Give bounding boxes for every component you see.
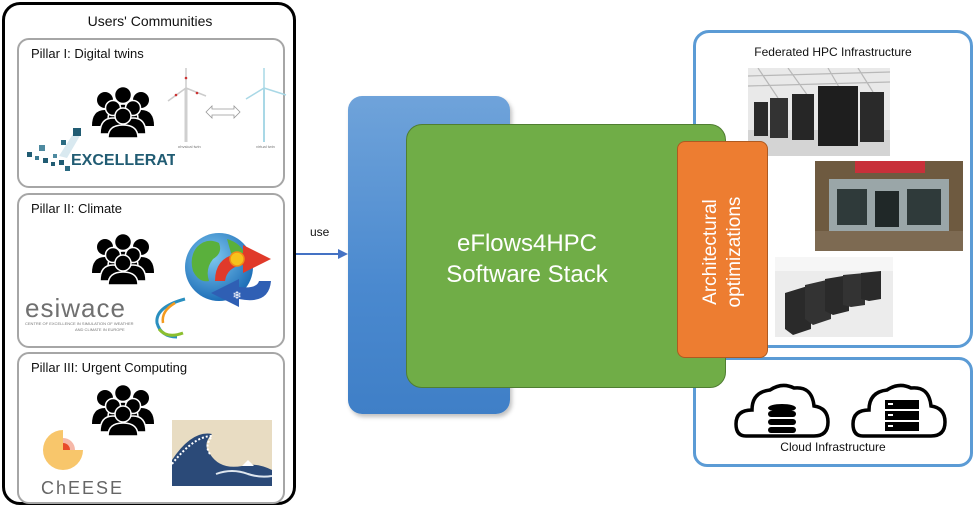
pillar-urgent-computing: Pillar III: Urgent Computing ChEESE [17,352,285,504]
wind-turbine-digital-twin-image: physical twin virtual twin [167,68,287,148]
use-arrow-label: use [310,225,330,239]
users-group-icon [91,233,155,285]
eflows4hpc-software-stack-box: eFlows4HPC Software Stack [406,124,726,388]
climate-globe-icon: ❄ [185,233,271,307]
users-communities-title: Users' Communities [87,13,213,29]
excellerat-logo-text: EXCELLERAT [71,152,175,169]
pillar-climate: Pillar II: Climate ❄ esiwace CENTRE OF E… [17,193,285,348]
excellerat-logo: EXCELLERAT [27,128,175,171]
svg-text:physical twin: physical twin [178,144,201,148]
architectural-optimizations-box: Architectural optimizations [677,141,768,358]
federated-hpc-title: Federated HPC Infrastructure [754,45,912,59]
pillar-digital-twins: Pillar I: Digital twins physical twin vi… [17,38,287,188]
database-cloud-icon [734,383,830,438]
pillar-title: Pillar II: Climate [31,201,123,216]
stack-title: eFlows4HPC [456,230,598,257]
cheese-logo: ChEESE [41,430,124,498]
cheese-logo-text: ChEESE [41,478,124,498]
hpc-datacenter-photo-3 [775,257,893,337]
esiwace-logo-text: esiwace [25,293,126,323]
pillar-title: Pillar I: Digital twins [31,46,144,61]
svg-text:virtual twin: virtual twin [256,144,275,148]
svg-text:❄: ❄ [232,290,241,302]
pillar-title: Pillar III: Urgent Computing [31,360,188,375]
hpc-datacenter-photo-2 [815,161,963,251]
cloud-infrastructure-title: Cloud Infrastructure [780,440,886,454]
server-cloud-icon [851,383,947,438]
use-arrow-icon [296,249,348,259]
esiwace-logo: esiwace CENTRE OF EXCELLENCE IN SIMULATI… [25,293,186,339]
great-wave-image [172,420,272,486]
hpc-datacenter-photo-1 [748,68,890,156]
svg-text:AND CLIMATE IN EUROPE: AND CLIMATE IN EUROPE [75,327,125,332]
cloud-infrastructure-panel: Cloud Infrastructure [693,357,973,467]
users-communities-panel: Users' Communities Pillar I: Digital twi… [2,2,296,505]
architectural-optimizations-label: Architectural optimizations [700,196,745,308]
svg-text:CENTRE OF EXCELLENCE IN SIMULA: CENTRE OF EXCELLENCE IN SIMULATION OF WE… [25,321,134,326]
stack-subtitle: Software Stack [446,261,608,288]
